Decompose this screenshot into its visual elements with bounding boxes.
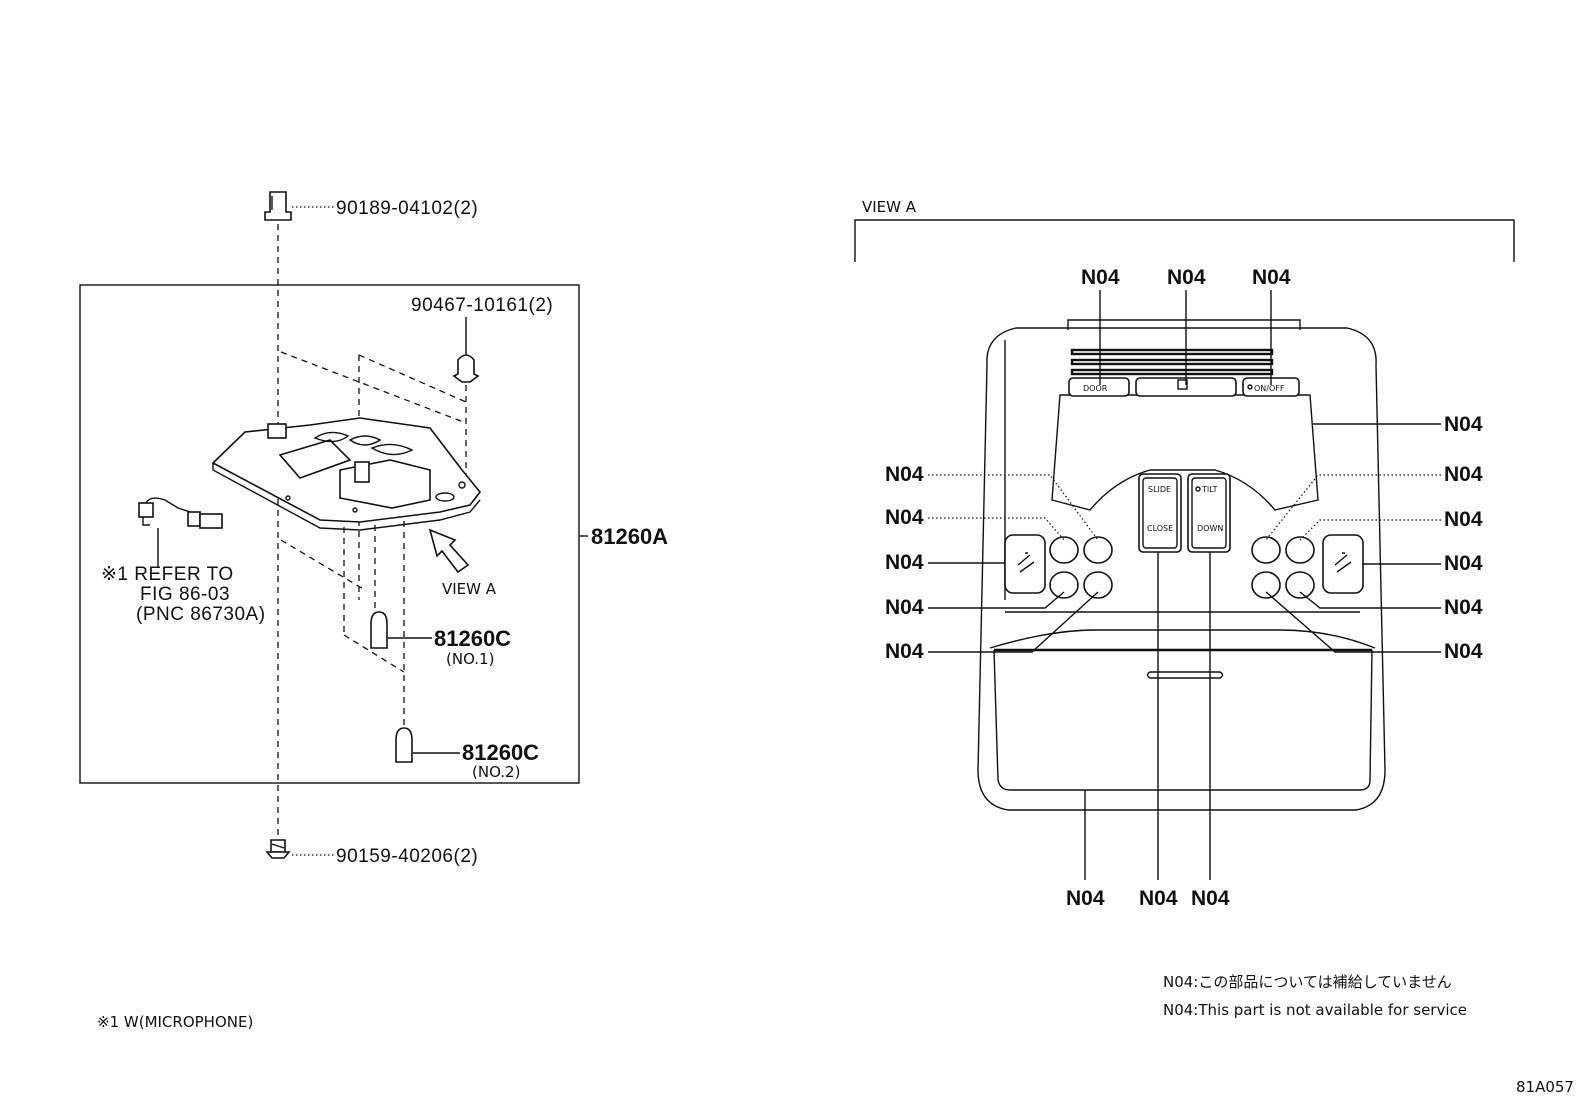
refer-line-1: ※1 REFER TO bbox=[101, 564, 234, 585]
n04-callout-left-5: N04 bbox=[885, 640, 924, 663]
door-button-label: DOOR bbox=[1083, 384, 1108, 393]
onoff-button-label: ON/OFF bbox=[1254, 384, 1285, 393]
view-a-arrow-label: VIEW A bbox=[442, 580, 497, 598]
n04-callout-right-2: N04 bbox=[1444, 463, 1483, 486]
n04-callout-bottom-3: N04 bbox=[1191, 887, 1230, 910]
down-label: DOWN bbox=[1197, 524, 1223, 533]
door-button bbox=[1068, 377, 1130, 397]
right-map-lamp-icon bbox=[1322, 534, 1364, 594]
slide-switch bbox=[1138, 473, 1182, 553]
clip-part-number: 90467-10161(2) bbox=[411, 295, 553, 316]
figure-id: 81A057 bbox=[1516, 1078, 1574, 1096]
n04-callout-left-4: N04 bbox=[885, 596, 924, 619]
note-english: N04:This part is not available for servi… bbox=[1163, 1001, 1467, 1019]
view-a-arrow-icon bbox=[428, 528, 470, 574]
clip-icon bbox=[452, 354, 480, 383]
n04-callout-right-4: N04 bbox=[1444, 552, 1483, 575]
refer-line-3: (PNC 86730A) bbox=[136, 604, 266, 625]
assembly-frame bbox=[79, 284, 580, 784]
n04-callout-top-3: N04 bbox=[1252, 266, 1291, 289]
n04-callout-right-5: N04 bbox=[1444, 596, 1483, 619]
bulb-1-icon bbox=[370, 611, 388, 649]
left-exploded-view: 90189-04102(2) 90467-10161(2) bbox=[79, 191, 668, 867]
view-a-title: VIEW A bbox=[862, 198, 917, 216]
bulb-2-sub: (NO.2) bbox=[472, 763, 520, 781]
top-screw-icon bbox=[264, 191, 292, 221]
view-a-panel: VIEW A DOOR ON/OFF SLIDE bbox=[854, 198, 1515, 910]
console-housing-icon: DOOR ON/OFF SLIDE CLOSE TILT DOWN bbox=[977, 319, 1386, 811]
tilt-switch bbox=[1187, 473, 1231, 553]
slide-label: SLIDE bbox=[1148, 485, 1171, 494]
footnote-microphone: ※1 W(MICROPHONE) bbox=[97, 1013, 253, 1031]
n04-callout-left-1: N04 bbox=[885, 463, 924, 486]
n04-callout-left-3: N04 bbox=[885, 551, 924, 574]
top-screw-part-number: 90189-04102(2) bbox=[336, 198, 478, 219]
left-map-lamp-icon bbox=[1004, 534, 1046, 594]
bottom-screw-icon bbox=[265, 839, 291, 859]
tilt-label: TILT bbox=[1201, 485, 1218, 494]
bulb-2-part-number: 81260C bbox=[462, 740, 539, 765]
view-a-bracket bbox=[854, 219, 1515, 262]
n04-callout-right-6: N04 bbox=[1444, 640, 1483, 663]
bottom-screw-part-number: 90159-40206(2) bbox=[336, 846, 478, 867]
n04-callout-right-1: N04 bbox=[1444, 413, 1483, 436]
n04-callout-top-1: N04 bbox=[1081, 266, 1120, 289]
bulb-2-icon bbox=[395, 727, 413, 763]
n04-callout-bottom-1: N04 bbox=[1066, 887, 1105, 910]
bulb-1-part-number: 81260C bbox=[434, 626, 511, 651]
n04-callout-right-3: N04 bbox=[1444, 508, 1483, 531]
close-label: CLOSE bbox=[1147, 524, 1173, 533]
refer-line-2: FIG 86-03 bbox=[140, 584, 230, 605]
overhead-console-icon bbox=[211, 417, 482, 531]
microphone-icon bbox=[138, 497, 223, 568]
n04-callout-top-2: N04 bbox=[1167, 266, 1206, 289]
n04-callout-bottom-2: N04 bbox=[1139, 887, 1178, 910]
bulb-1-sub: (NO.1) bbox=[446, 650, 494, 668]
assembly-part-number: 81260A bbox=[591, 524, 668, 549]
note-japanese: N04:この部品については補給していません bbox=[1163, 973, 1452, 991]
n04-callout-left-2: N04 bbox=[885, 506, 924, 529]
